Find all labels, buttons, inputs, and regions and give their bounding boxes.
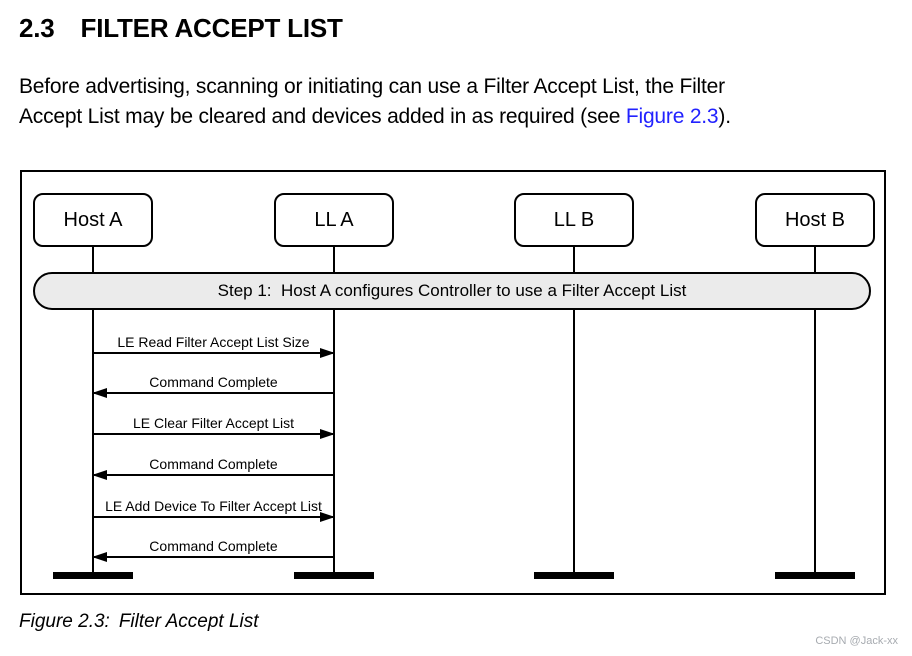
actor-label: Host B [784, 209, 846, 231]
arrowhead-right-icon [320, 429, 335, 439]
message-arrow-line [93, 352, 334, 354]
intro-line-1: Before advertising, scanning or initiati… [19, 75, 725, 98]
message-label: Command Complete [149, 374, 278, 390]
intro-paragraph: Before advertising, scanning or initiati… [19, 72, 731, 132]
message-le-read-filter-accept-list-size: LE Read Filter Accept List Size [93, 332, 335, 358]
intro-line-2: Accept List may be cleared and devices a… [19, 105, 731, 128]
figure-caption-label: Figure 2.3: [19, 611, 110, 632]
actor-label: LL A [314, 209, 354, 231]
lifeline-end-bar-host-a [53, 572, 133, 579]
message-arrow-line [93, 474, 334, 476]
message-command-complete-2: Command Complete [92, 454, 334, 480]
lifeline-host-a [92, 247, 94, 576]
step-banner-label: Step 1: Host A configures Controller to … [217, 281, 687, 300]
lifeline-ll-a [333, 247, 335, 576]
lifeline-end-bar-host-b [775, 572, 855, 579]
message-arrow-line [93, 433, 334, 435]
lifeline-end-bar-ll-b [534, 572, 614, 579]
actor-box-host-b: Host B [755, 193, 875, 247]
message-label: LE Clear Filter Accept List [132, 415, 295, 431]
actor-box-ll-b: LL B [514, 193, 634, 247]
arrowhead-left-icon [92, 388, 107, 398]
arrowhead-right-icon [320, 512, 335, 522]
message-label: Command Complete [149, 538, 278, 554]
message-label: Command Complete [149, 456, 278, 472]
actor-label: LL B [553, 209, 595, 231]
watermark: CSDN @Jack-xx [815, 635, 898, 647]
section-title-text: FILTER ACCEPT LIST [80, 13, 343, 43]
lifeline-host-b [814, 247, 816, 576]
figure-caption: Figure 2.3: Filter Accept List [19, 611, 259, 633]
message-label: LE Read Filter Accept List Size [117, 334, 310, 350]
actor-label: Host A [63, 209, 123, 231]
arrowhead-left-icon [92, 552, 107, 562]
figure-reference-link[interactable]: Figure 2.3 [625, 105, 719, 128]
actor-box-host-a: Host A [33, 193, 153, 247]
section-number: 2.3 [19, 13, 55, 43]
figure-caption-text: Filter Accept List [118, 611, 259, 632]
message-arrow-line [93, 516, 334, 518]
arrowhead-right-icon [320, 348, 335, 358]
lifeline-end-bar-ll-a [294, 572, 374, 579]
message-le-clear-filter-accept-list: LE Clear Filter Accept List [93, 413, 335, 439]
message-command-complete-1: Command Complete [92, 372, 334, 398]
message-command-complete-3: Command Complete [92, 536, 334, 562]
message-le-add-device-to-filter-accept-list: LE Add Device To Filter Accept List [93, 496, 335, 522]
figure-frame [20, 170, 886, 595]
section-heading: 2.3 FILTER ACCEPT LIST [19, 13, 343, 44]
actor-box-ll-a: LL A [274, 193, 394, 247]
lifeline-ll-b [573, 247, 575, 576]
arrowhead-left-icon [92, 470, 107, 480]
message-label: LE Add Device To Filter Accept List [105, 498, 322, 514]
message-arrow-line [93, 392, 334, 394]
step-banner: Step 1: Host A configures Controller to … [33, 272, 871, 310]
message-arrow-line [93, 556, 334, 558]
